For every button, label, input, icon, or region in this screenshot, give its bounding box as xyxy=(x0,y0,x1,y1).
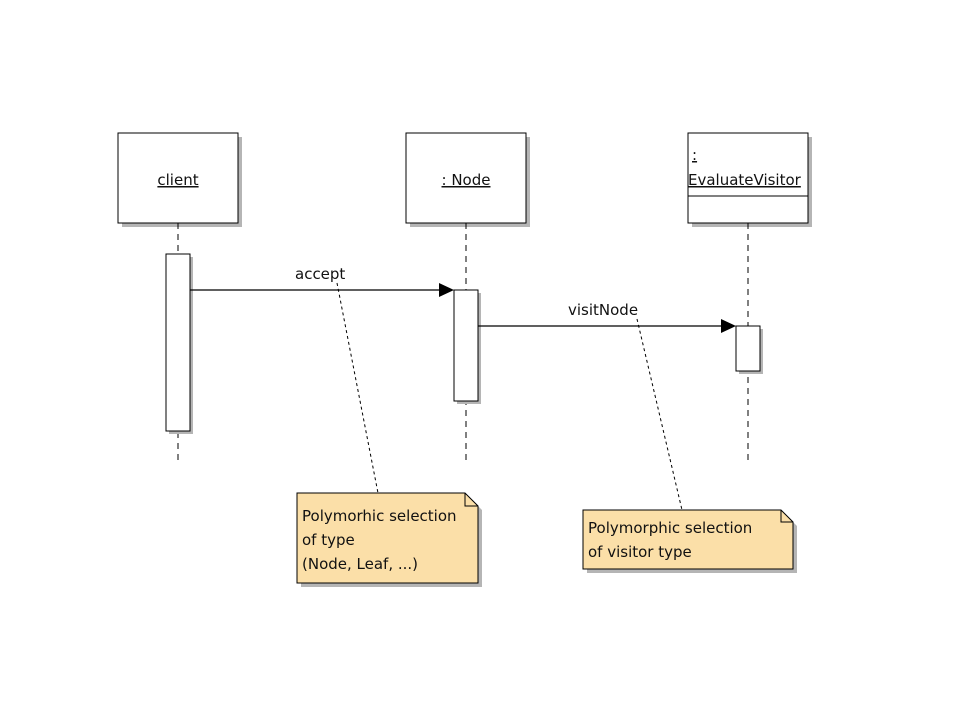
note-accept-line-2: of type xyxy=(302,531,355,549)
note-visit-body[interactable] xyxy=(582,509,794,570)
note-visit[interactable]: Polymorphic selection of visitor type xyxy=(582,509,797,573)
activation-node-bar[interactable] xyxy=(453,289,479,402)
note-visit-line-1: Polymorphic selection xyxy=(588,519,752,537)
activation-node[interactable] xyxy=(453,289,481,404)
lifeline-visitor-label-line2: EvaluateVisitor xyxy=(688,171,802,189)
note-accept[interactable]: Polymorhic selection of type (Node, Leaf… xyxy=(296,492,482,587)
message-accept-arrowhead-icon xyxy=(439,283,454,297)
message-accept[interactable]: accept xyxy=(190,265,454,297)
lifeline-node[interactable]: : Node xyxy=(405,132,530,460)
lifeline-node-head[interactable] xyxy=(405,132,527,224)
note-accept-line-3: (Node, Leaf, ...) xyxy=(302,555,418,573)
lifeline-visitor-head[interactable] xyxy=(687,132,809,224)
note-accept-fold-icon xyxy=(464,493,478,507)
note-visit-line-2: of visitor type xyxy=(588,543,692,561)
note-accept-line-1: Polymorhic selection xyxy=(302,507,457,525)
activation-visitor-bar[interactable] xyxy=(735,325,761,372)
message-visit-node-label: visitNode xyxy=(568,301,638,319)
lifeline-client[interactable]: client xyxy=(117,132,242,460)
lifeline-client-head[interactable] xyxy=(117,132,239,224)
message-accept-label: accept xyxy=(295,265,345,283)
lifeline-visitor[interactable]: : EvaluateVisitor xyxy=(687,132,812,460)
message-visit-node-arrowhead-icon xyxy=(721,319,736,333)
note-visit-anchor-line xyxy=(636,318,683,511)
note-accept-body[interactable] xyxy=(296,492,479,584)
note-visit-fold-icon xyxy=(780,510,793,523)
activation-client-bar[interactable] xyxy=(165,253,191,432)
activation-client[interactable] xyxy=(165,253,193,434)
lifeline-client-label: client xyxy=(157,171,198,189)
message-visit-node[interactable]: visitNode xyxy=(478,301,736,333)
lifeline-visitor-label-line1: : xyxy=(692,146,697,164)
note-accept-anchor-line xyxy=(336,282,379,494)
lifeline-node-label: : Node xyxy=(442,171,491,189)
activation-visitor[interactable] xyxy=(735,325,763,374)
